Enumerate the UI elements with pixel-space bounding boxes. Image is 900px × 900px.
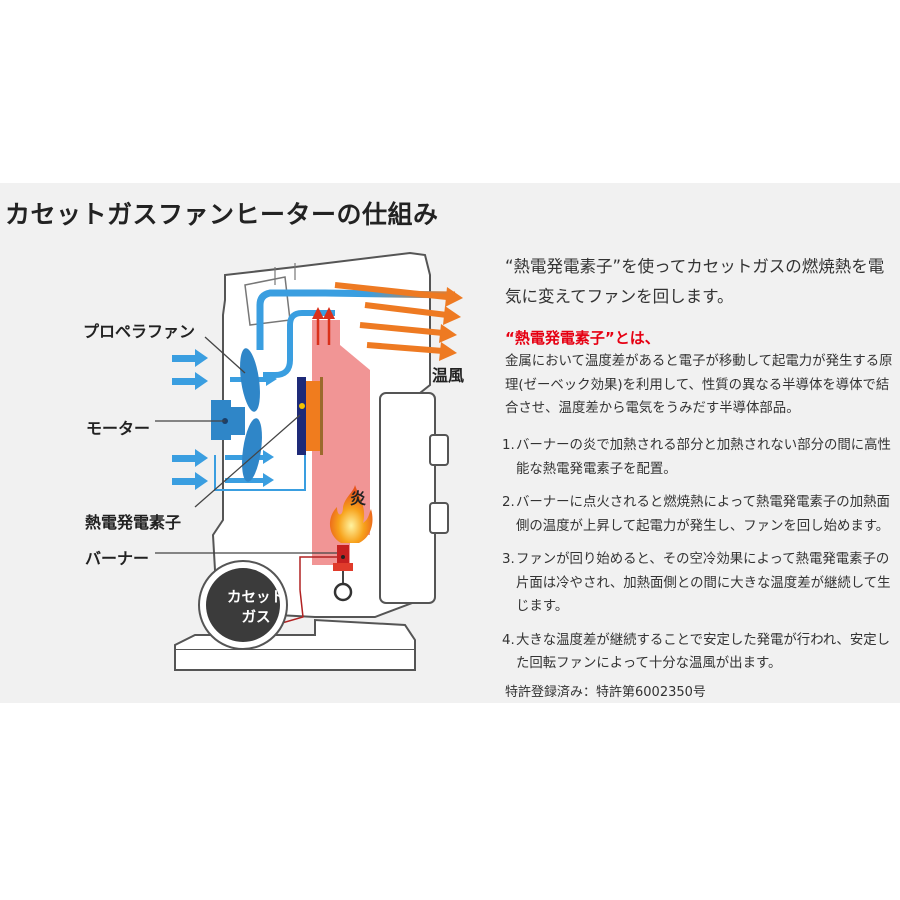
gas-line: [299, 556, 337, 590]
motor: [211, 400, 245, 440]
page-title: カセットガスファンヒーターの仕組み: [5, 200, 439, 229]
label-burner: バーナー: [85, 549, 150, 568]
patent-note: 特許登録済み：特許第6002350号: [505, 685, 706, 700]
leader-lines: [155, 336, 337, 554]
content-panel: [0, 183, 900, 703]
list-item: 4.大きな温度差が継続することで安定した発電が行われ、安定した回転ファンによって…: [502, 632, 890, 672]
subheading: “熱電発電素子”とは、: [505, 329, 660, 347]
cassette-gas-can: [198, 560, 288, 650]
air-duct: [256, 289, 456, 350]
label-thermoelectric-element: 熱電発電素子: [85, 513, 182, 532]
label-motor: モーター: [86, 419, 151, 438]
label-cassette: カセット: [227, 590, 285, 606]
steps-list: 1.バーナーの炎で加熱される部分と加熱されない部分の間に高性能な熱電発電素子を配…: [502, 434, 895, 686]
burner-flame: [329, 485, 373, 543]
warm-air-arrows: [334, 282, 463, 361]
explanation-text: 金属において温度差があると電子が移動して起電力が発生する原理(ゼーベック効果)を…: [505, 354, 893, 416]
rising-heat-arrows: [312, 307, 335, 345]
list-item: 1.バーナーの炎で加熱される部分と加熱されない部分の間に高性能な熱電発電素子を配…: [502, 438, 891, 477]
thermoelectric-element: [297, 377, 323, 455]
list-item: 2.バーナーに点火されると燃焼熱によって熱電発電素子の加熱面側の温度が上昇して起…: [502, 495, 890, 534]
intro-text: “熱電発電素子”を使ってカセットガスの燃焼熱を電気に変えてファンを回します。: [505, 257, 885, 306]
propeller-fan: [240, 348, 262, 482]
burner: [333, 545, 353, 602]
list-item: 3.ファンが回り始めると、その空冷効果によって熱電発電素子の片面は冷やされ、加熱…: [502, 552, 891, 614]
label-propeller-fan: プロペラファン: [83, 322, 196, 341]
label-warm-air: 温風: [432, 366, 465, 385]
label-gas: ガス: [241, 610, 271, 626]
heater-diagram: [155, 251, 463, 671]
label-flame: 炎: [350, 489, 367, 508]
